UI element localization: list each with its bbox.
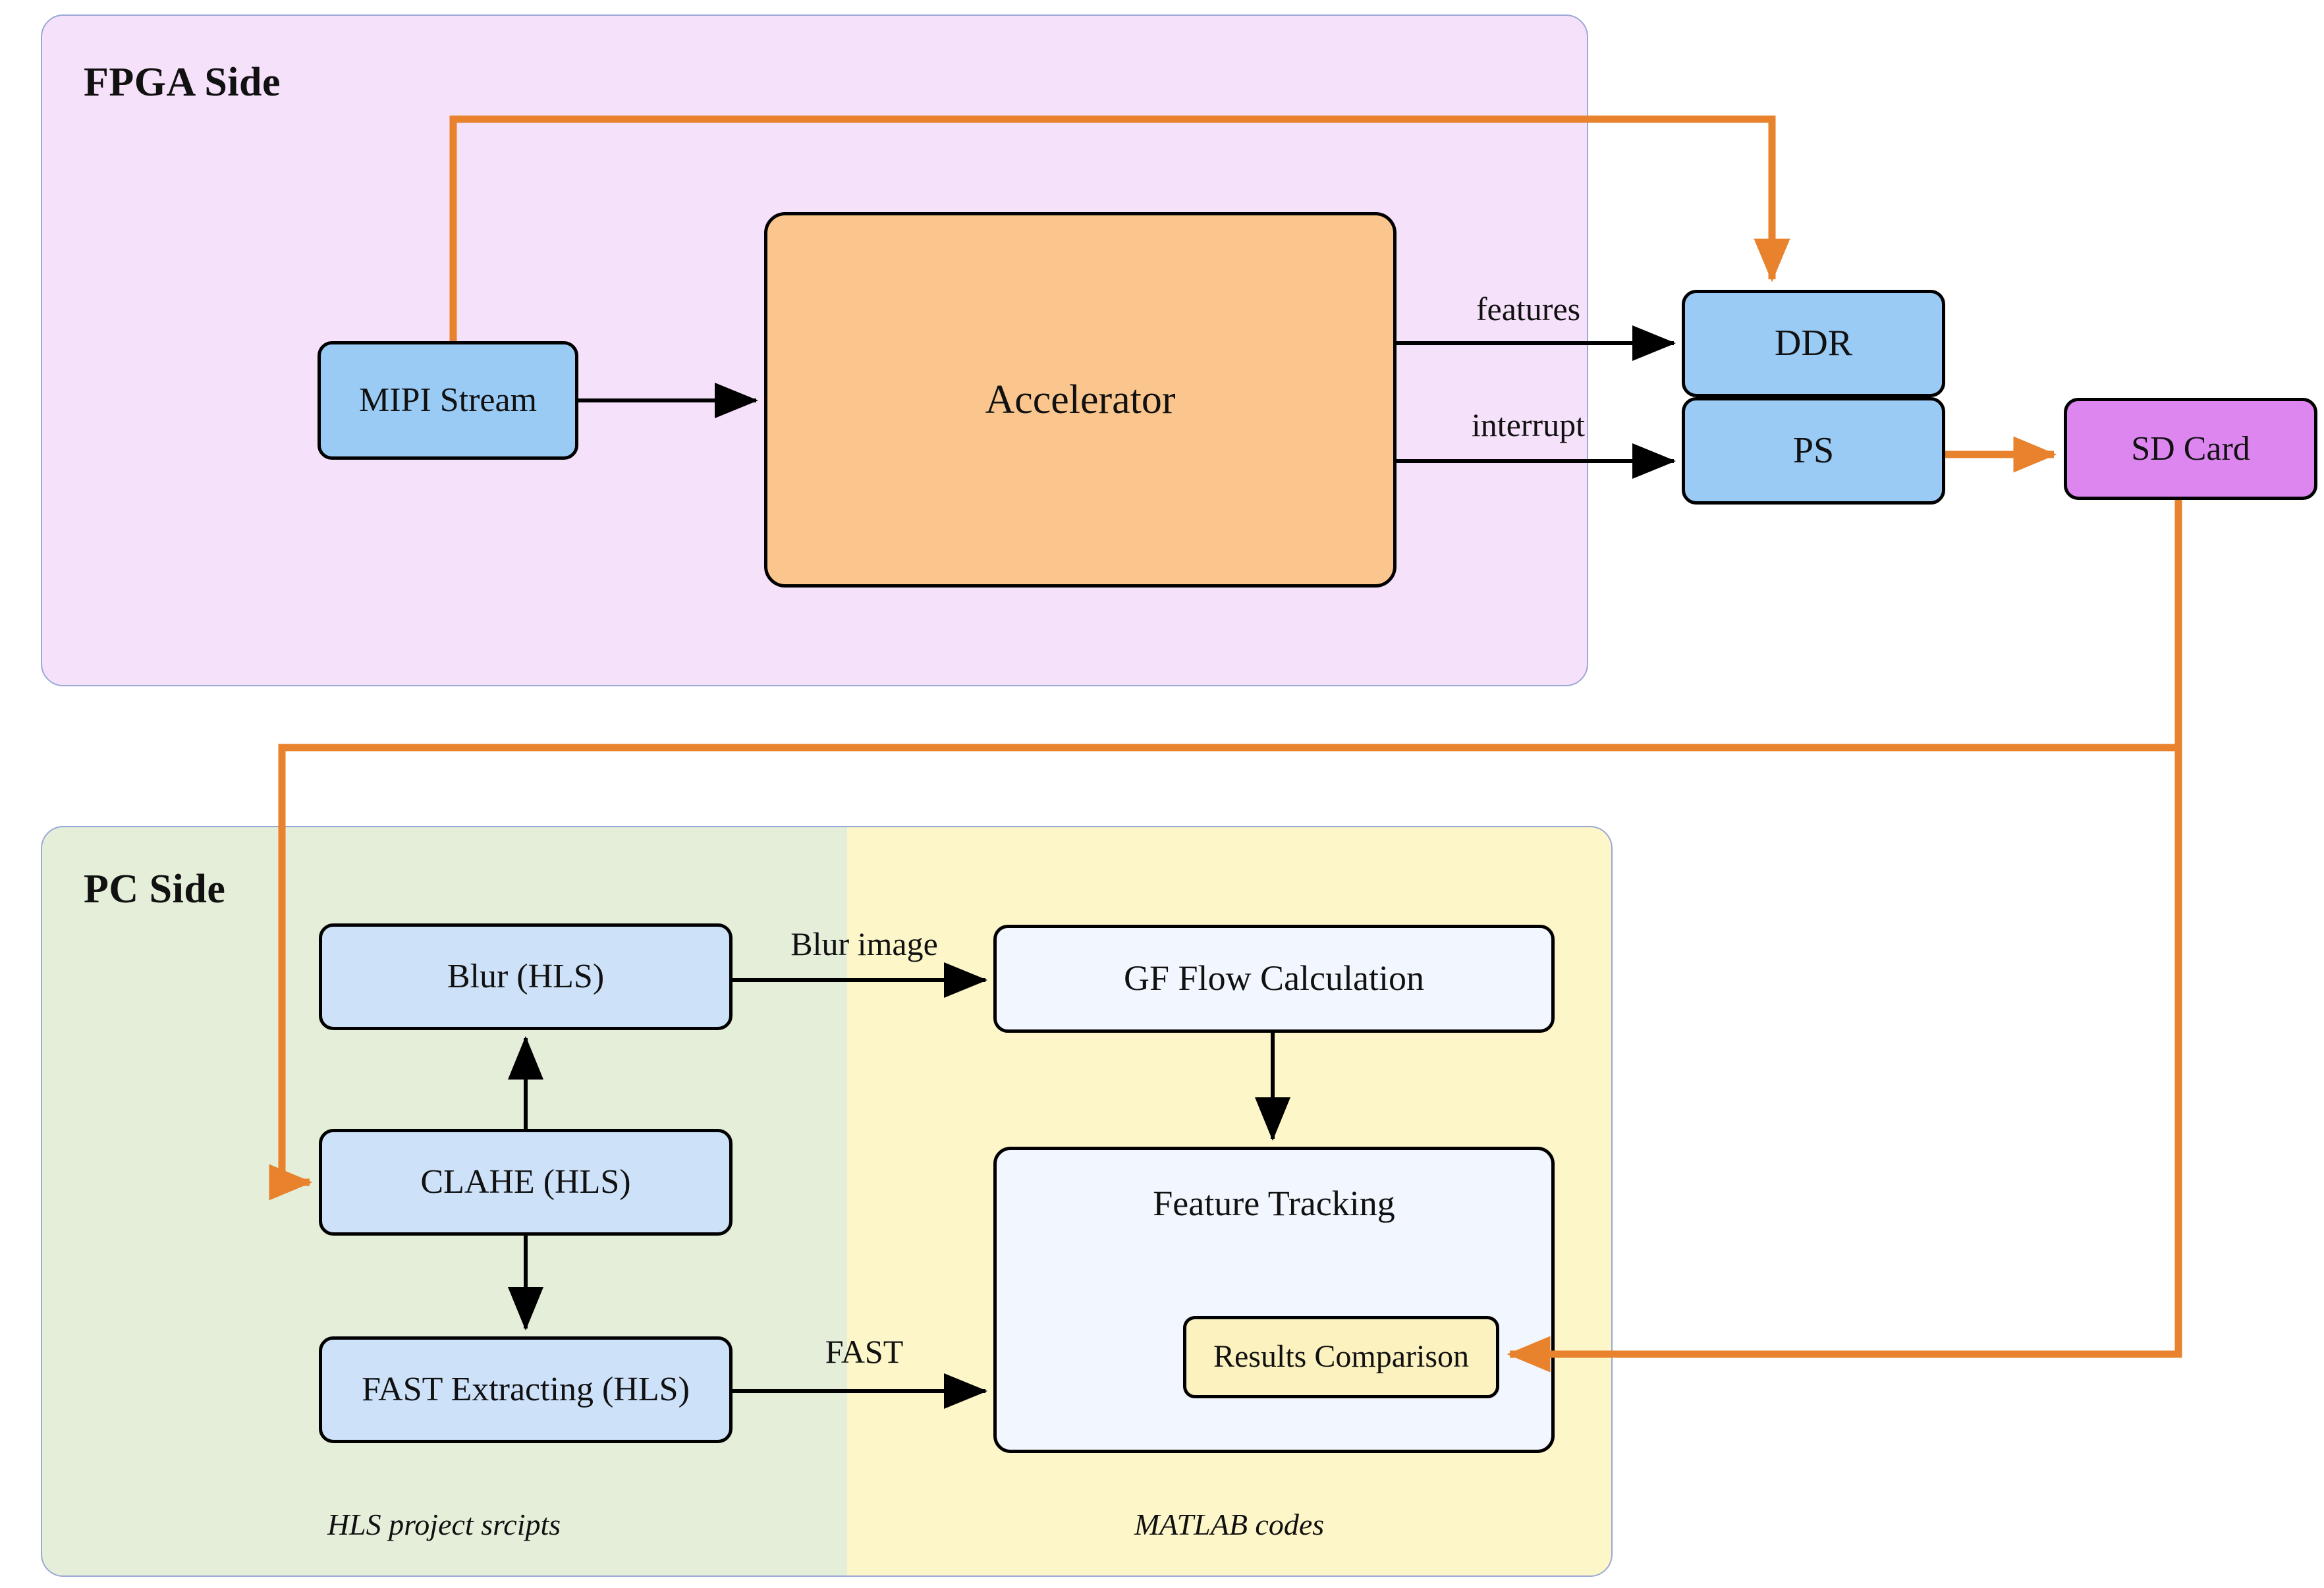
- node-feature-tracking[interactable]: Feature Tracking: [993, 1147, 1555, 1453]
- node-sd-card[interactable]: SD Card: [2064, 398, 2317, 500]
- node-accelerator[interactable]: Accelerator: [764, 212, 1397, 588]
- node-gf-flow-calculation[interactable]: GF Flow Calculation: [993, 925, 1555, 1033]
- node-ddr[interactable]: DDR: [1682, 290, 1945, 397]
- node-ps[interactable]: PS: [1682, 397, 1945, 505]
- node-feature-tracking-label: Feature Tracking: [1153, 1184, 1395, 1223]
- node-ps-label: PS: [1792, 429, 1835, 471]
- node-clahe-hls-label: CLAHE (HLS): [420, 1163, 631, 1201]
- edge-label-interrupt: interrupt: [1471, 406, 1586, 443]
- node-blur-hls-label: Blur (HLS): [447, 958, 605, 996]
- node-results-comparison-label: Results Comparison: [1213, 1339, 1469, 1375]
- node-clahe-hls[interactable]: CLAHE (HLS): [319, 1129, 733, 1236]
- node-results-comparison[interactable]: Results Comparison: [1183, 1316, 1499, 1398]
- node-gf-flow-calculation-label: GF Flow Calculation: [1124, 958, 1424, 999]
- node-blur-hls[interactable]: Blur (HLS): [319, 923, 733, 1030]
- fpga-side-title: FPGA Side: [84, 60, 281, 105]
- pc-side-title: PC Side: [84, 867, 226, 912]
- edge-label-blur-image: Blur image: [790, 925, 938, 962]
- node-fast-extracting-hls-label: FAST Extracting (HLS): [362, 1371, 690, 1409]
- node-fast-extracting-hls[interactable]: FAST Extracting (HLS): [319, 1336, 733, 1443]
- node-sd-card-label: SD Card: [2131, 429, 2250, 468]
- matlab-codes-caption: MATLAB codes: [1134, 1508, 1325, 1541]
- hls-project-caption: HLS project srcipts: [327, 1508, 561, 1541]
- edge-label-fast: FAST: [825, 1333, 904, 1370]
- edge-label-features: features: [1476, 290, 1581, 327]
- node-mipi-stream-label: MIPI Stream: [358, 381, 538, 420]
- node-accelerator-label: Accelerator: [985, 377, 1176, 422]
- node-ddr-label: DDR: [1774, 322, 1853, 364]
- node-mipi-stream[interactable]: MIPI Stream: [318, 341, 578, 460]
